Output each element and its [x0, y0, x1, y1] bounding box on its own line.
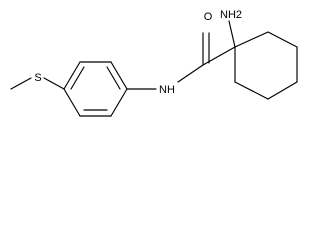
- ring-bond-3: [110, 88, 128, 117]
- ring-double-bond-2: [106, 66, 121, 90]
- bond-cyclohexyl-amine: [228, 20, 236, 48]
- ring-bond-4: [110, 61, 128, 90]
- amine-label: NH2: [220, 9, 242, 21]
- amide-nitrogen-label: NH: [159, 84, 175, 96]
- ring-bond-1: [63, 88, 81, 117]
- bond-methyl-sulfur: [10, 77, 32, 90]
- bond-carbonyl-cyclohexyl: [202, 46, 236, 66]
- cyclohexane-bond-2: [267, 31, 298, 48]
- ring-double-bond-3: [70, 66, 85, 90]
- structure-canvas: NH2 O NH S: [0, 0, 315, 121]
- cyclohexane-ring: [234, 31, 298, 100]
- cyclohexane-bond-4: [267, 81, 298, 100]
- molecule-diagram: NH2 O NH S: [10, 9, 298, 117]
- ring-bond-6: [63, 61, 81, 90]
- sulfur-label: S: [34, 72, 41, 84]
- bond-nitrogen-carbonyl: [177, 64, 204, 83]
- bond-sulfur-ring: [43, 77, 65, 90]
- carbonyl-oxygen-label: O: [204, 11, 213, 23]
- benzene-ring: [63, 61, 128, 117]
- cyclohexane-bond-5: [234, 81, 269, 100]
- cyclohexane-bond-1: [234, 31, 269, 48]
